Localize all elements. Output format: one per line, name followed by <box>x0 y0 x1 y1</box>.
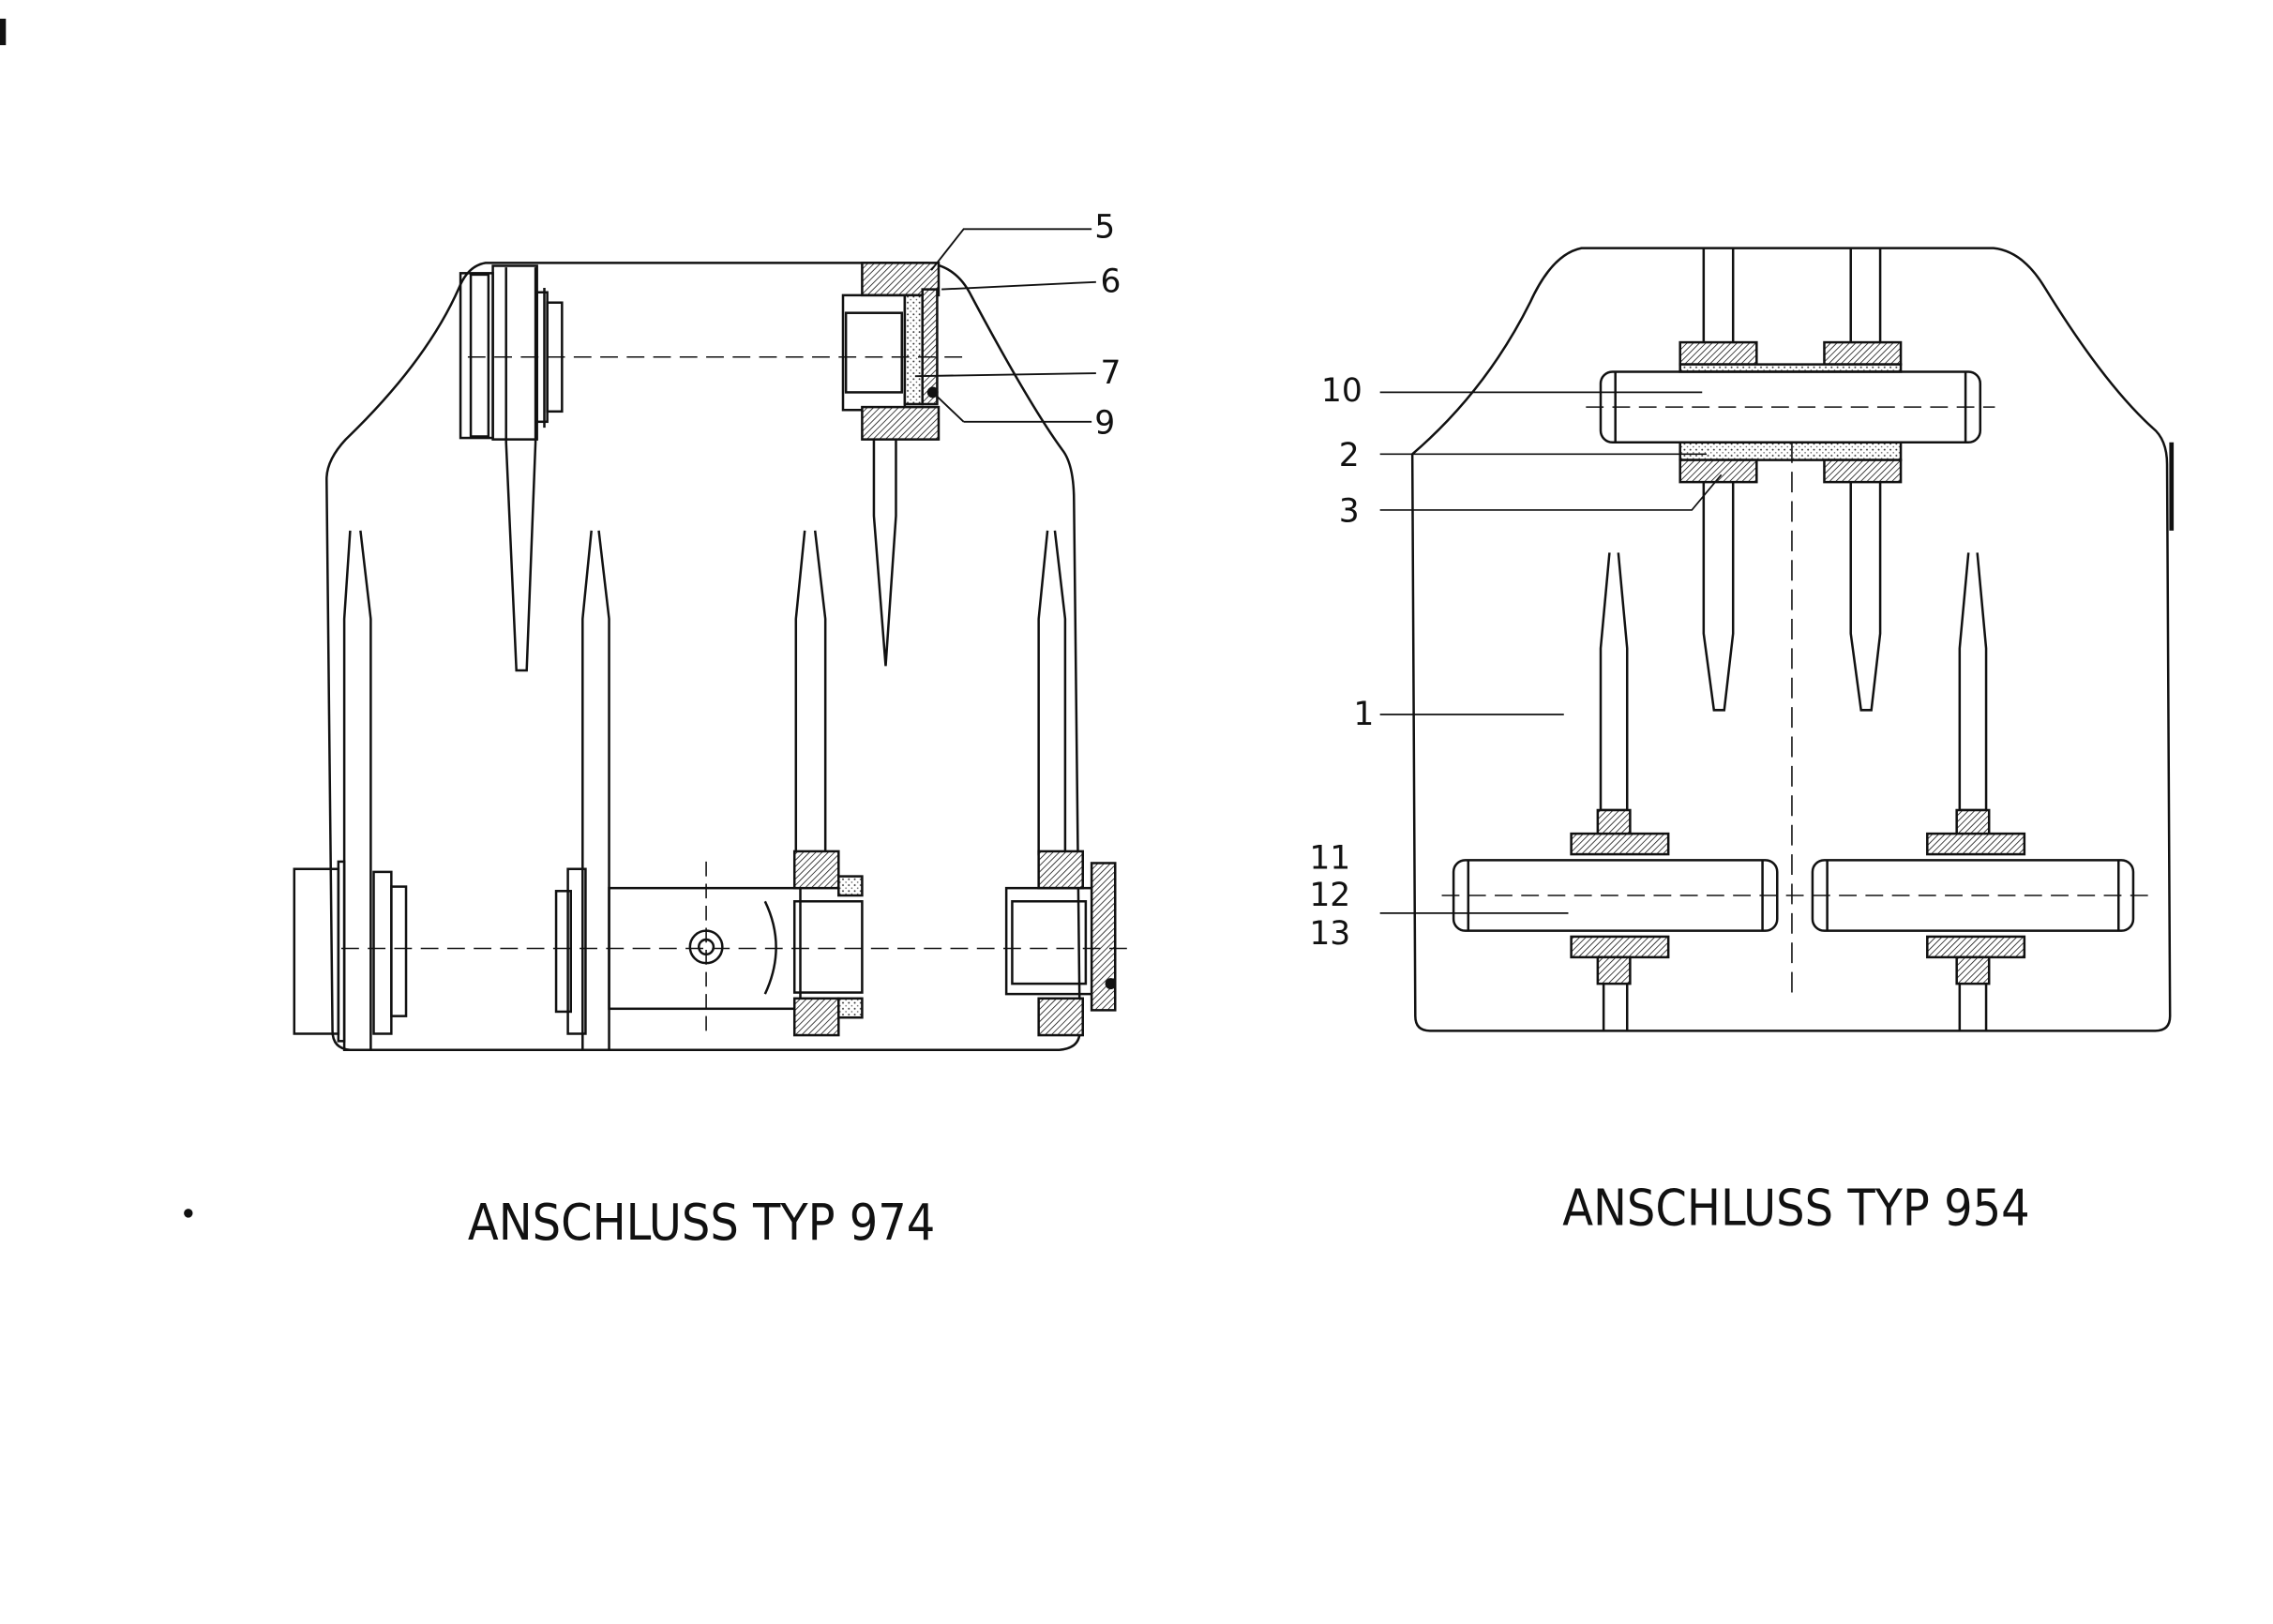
callout-10: 10 <box>1321 372 1362 410</box>
tine-3 <box>794 530 827 856</box>
housing-outline-954 <box>1410 247 2172 1032</box>
drawing-typ-954 <box>1379 247 2175 1032</box>
callout-7: 7 <box>1101 354 1121 392</box>
tine-top-left-954 <box>1702 248 1735 712</box>
shaft-top-954 <box>1599 340 1982 484</box>
callout-2: 2 <box>1339 437 1360 474</box>
scan-dot <box>184 1209 193 1218</box>
bearing-top-right <box>841 262 941 441</box>
tine-4 <box>1037 530 1067 856</box>
bearing-bottom-left <box>293 860 408 1043</box>
callout-11: 11 <box>1309 840 1350 878</box>
scan-mark <box>0 18 7 46</box>
tine-bottom-left-954 <box>1599 552 1629 812</box>
tine-2 <box>581 530 610 1051</box>
bearing-bottom-right <box>1004 850 1117 1037</box>
drawing-title-typ-954: ANSCHLUSS TYP 954 <box>1562 1178 2029 1237</box>
tine-top-right <box>872 439 897 667</box>
drawing-typ-974 <box>293 228 1134 1051</box>
drawing-title-typ-974: ANSCHLUSS TYP 974 <box>468 1193 935 1252</box>
tine-1 <box>342 530 372 1051</box>
shaft-middle <box>554 850 864 1037</box>
bearing-top-left <box>459 264 564 441</box>
callout-9: 9 <box>1094 404 1115 442</box>
bearing-bottom-left-954 <box>1452 808 1779 1031</box>
callout-6: 6 <box>1101 263 1121 301</box>
tine-bottom-right-954 <box>1958 552 1988 812</box>
bearing-bottom-right-954 <box>1811 808 2135 1031</box>
housing-outline-974 <box>325 262 1081 1051</box>
callout-13: 13 <box>1309 915 1350 953</box>
tine-top-left <box>504 267 537 672</box>
callout-5: 5 <box>1094 209 1115 247</box>
tine-top-right-954 <box>1849 248 1882 712</box>
callout-3: 3 <box>1339 492 1360 530</box>
callout-12: 12 <box>1309 877 1350 914</box>
callout-1: 1 <box>1353 696 1374 733</box>
